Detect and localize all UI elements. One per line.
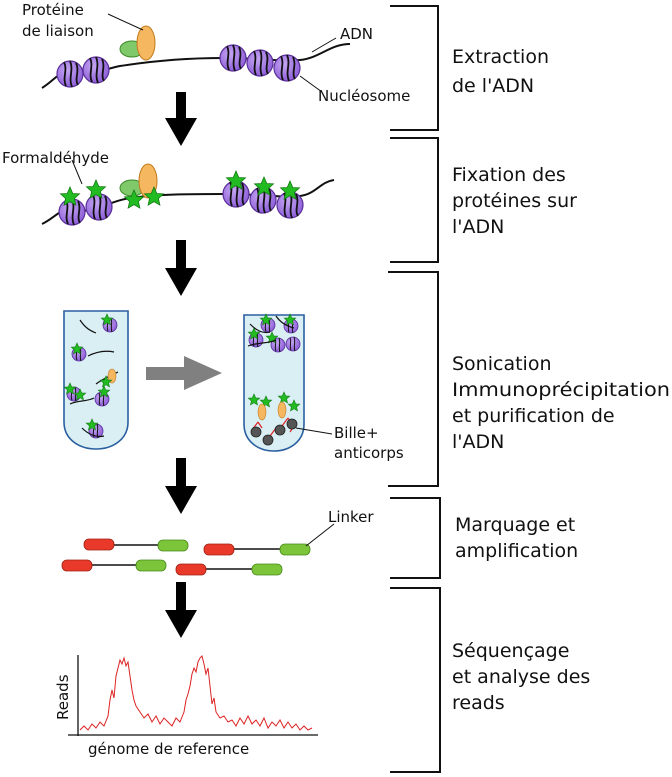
plot-y-label: Reads [54,674,72,720]
dna-strand-2 [41,163,335,226]
svg-text:et analyse des: et analyse des [452,666,590,688]
svg-text:amplification: amplification [455,540,578,562]
svg-text:Immunoprécipitation: Immunoprécipitation [452,379,670,401]
svg-text:de l'ADN: de l'ADN [452,75,534,97]
nucleosome [219,44,247,72]
arrow-right-icon [146,356,222,390]
svg-text:protéines sur: protéines sur [452,190,577,212]
step-label-extraction: Extraction de l'ADN [452,46,549,97]
svg-text:l'ADN: l'ADN [452,431,504,453]
bead-label-1: Bille+ [334,424,379,442]
nucleosome [82,56,110,84]
tube-right [243,313,305,452]
plot-x-label: génome de reference [88,740,249,758]
binding-protein-label-2: de liaison [22,22,94,40]
svg-text:Fixation des: Fixation des [452,164,566,186]
svg-text:et purification de: et purification de [452,405,615,427]
svg-text:Séquençage: Séquençage [452,640,569,662]
bracket-marking [390,497,441,579]
nucleosome [273,54,301,82]
bracket-extraction [390,5,439,131]
svg-text:Marquage et: Marquage et [455,514,575,536]
bead [262,434,274,446]
bracket-sonication [388,271,439,487]
svg-text:Extraction: Extraction [452,46,549,68]
svg-text:l'ADN: l'ADN [452,216,504,238]
arrow-down-icon [165,458,197,514]
bracket-fixation [390,137,439,263]
linker-fragments [61,538,311,576]
nucleosome-label: Nucléosome [318,87,410,105]
nucleosome [56,60,84,88]
binding-protein-label-1: Protéine [22,1,84,19]
tube-left [63,310,129,450]
arrow-down-icon [165,240,197,296]
bracket-sequencing [390,587,441,773]
svg-text:Sonication: Sonication [452,353,552,375]
dna-label: ADN [340,25,373,43]
formaldehyde-label: Formaldéhyde [2,149,109,167]
step-label-marking: Marquage et amplification [455,514,578,562]
step-label-sonication: Sonication Immunoprécipitation et purifi… [452,353,670,453]
step-label-sequencing: Séquençage et analyse des reads [452,640,590,714]
arrow-down-icon [165,92,197,146]
arrow-down-icon [165,582,197,638]
bead-label-2: anticorps [334,444,404,462]
read-plot: Reads génome de reference [54,655,318,758]
step-label-fixation: Fixation des protéines sur l'ADN [452,164,577,238]
svg-text:reads: reads [452,692,505,714]
reads-signal [79,655,313,731]
bead [250,426,262,438]
bead [274,424,286,436]
dna-strand-1 [41,25,351,89]
binding-protein [136,25,156,61]
nucleosome [246,49,274,77]
nucleosome [285,336,301,352]
linker-label: Linker [328,508,374,526]
bead [286,418,298,430]
